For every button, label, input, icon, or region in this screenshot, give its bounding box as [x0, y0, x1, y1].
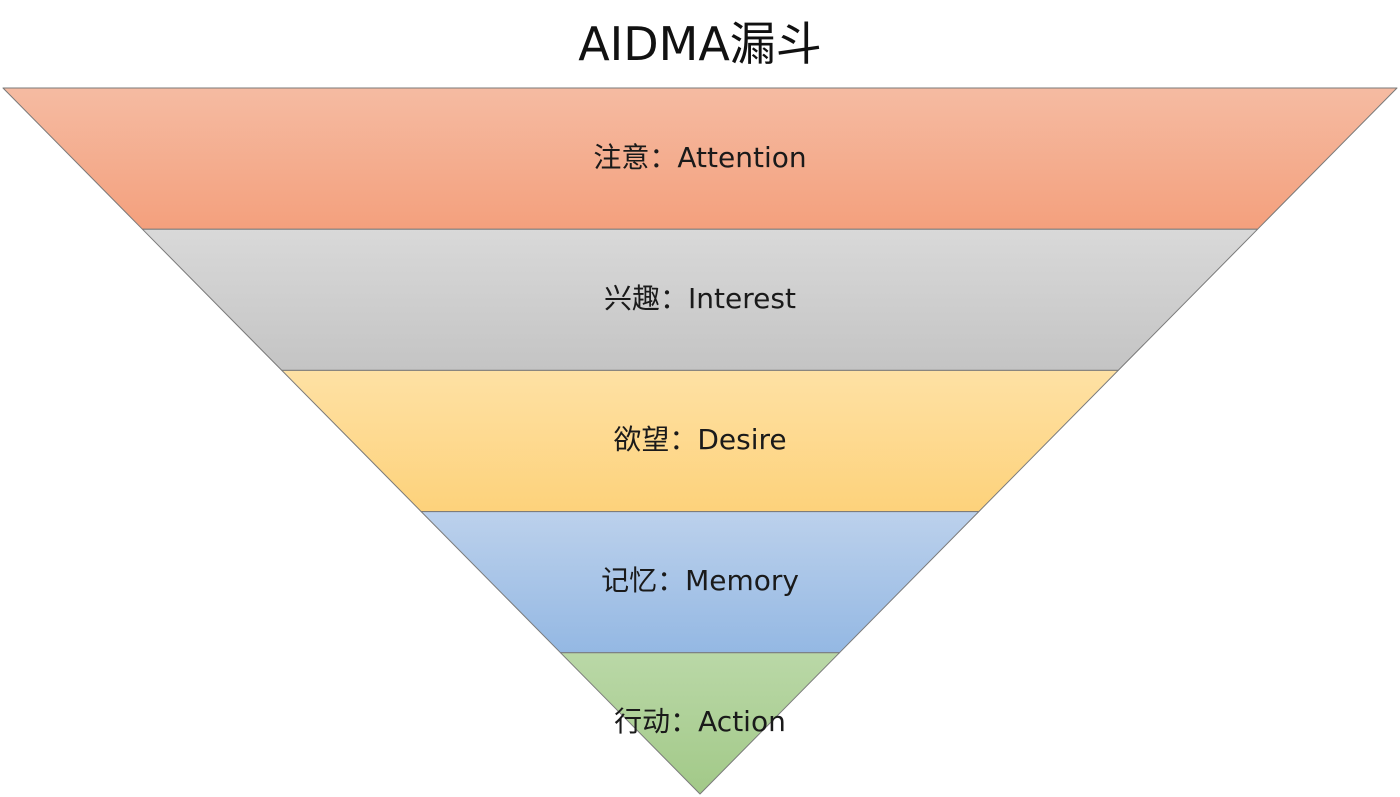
stage-label-interest: 兴趣：Interest [604, 282, 796, 315]
funnel-band-action [560, 652, 840, 795]
stage-label-memory: 记忆：Memory [601, 564, 799, 597]
diagram-title: AIDMA漏斗 [578, 17, 822, 71]
stage-label-desire: 欲望：Desire [613, 423, 787, 456]
stage-label-attention: 注意：Attention [593, 141, 807, 174]
stage-label-action: 行动：Action [614, 705, 786, 738]
